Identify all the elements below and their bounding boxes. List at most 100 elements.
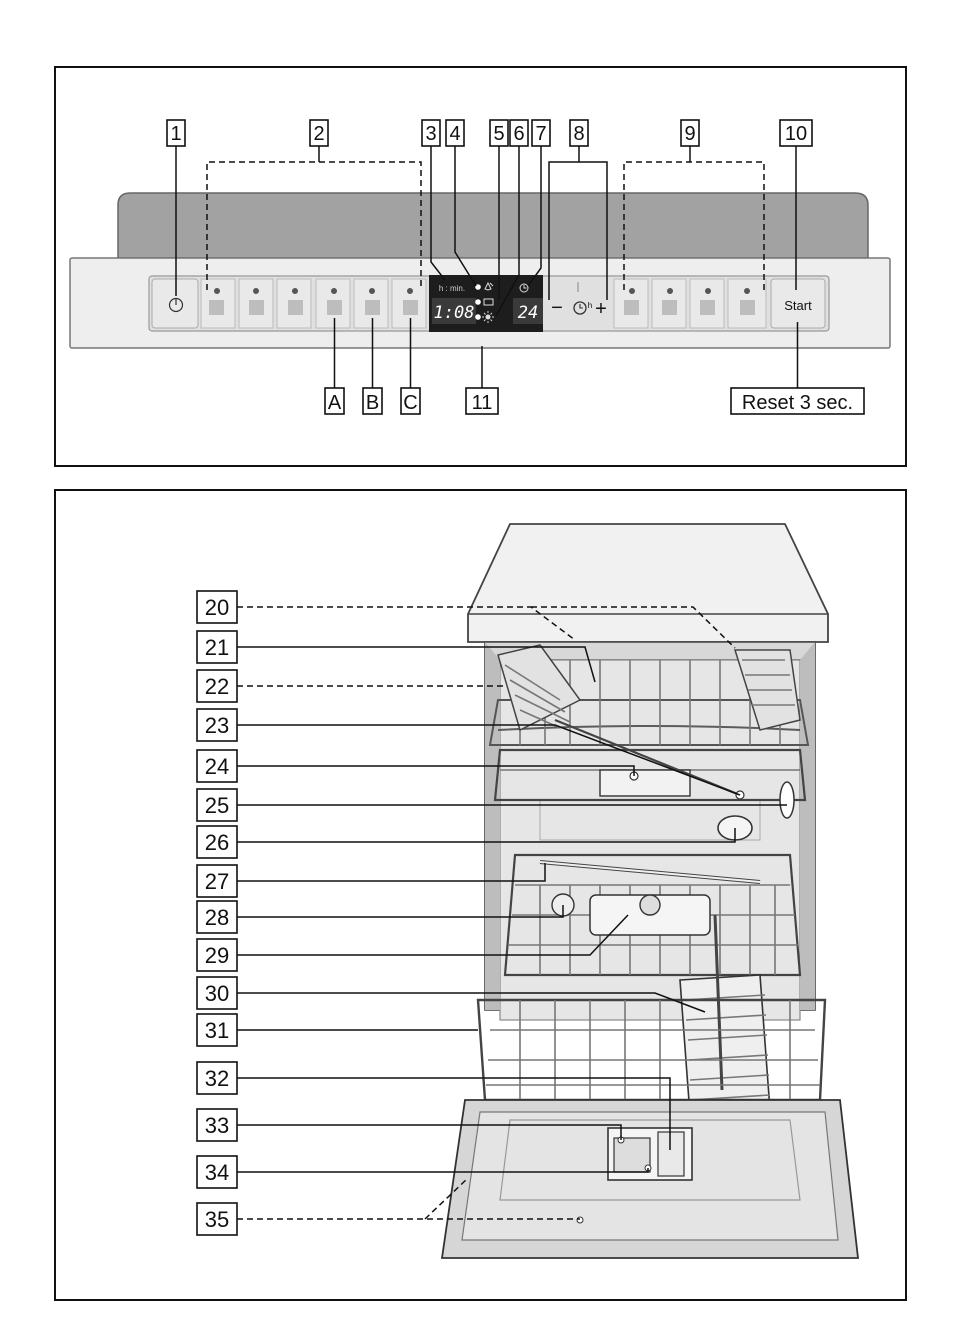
callout-24: 24 bbox=[196, 749, 238, 783]
svg-text:5: 5 bbox=[493, 123, 504, 145]
option-buttons-right bbox=[613, 278, 767, 329]
minus-button[interactable]: − bbox=[551, 297, 563, 319]
option-button[interactable] bbox=[689, 278, 725, 329]
start-label: Start bbox=[784, 298, 812, 313]
option-button[interactable] bbox=[651, 278, 687, 329]
time-display bbox=[432, 298, 476, 324]
option-button[interactable] bbox=[613, 278, 649, 329]
power-button[interactable] bbox=[151, 278, 199, 329]
callout-22: 22 bbox=[196, 669, 238, 703]
callout-32: 32 bbox=[196, 1061, 238, 1095]
svg-text:32: 32 bbox=[205, 1066, 229, 1091]
svg-text:3: 3 bbox=[425, 123, 436, 145]
sun-icon bbox=[482, 311, 494, 323]
plus-button[interactable]: + bbox=[595, 298, 607, 320]
callout-35: 35 bbox=[196, 1202, 238, 1236]
program-button[interactable] bbox=[200, 278, 236, 329]
svg-text:22: 22 bbox=[205, 674, 229, 699]
callout-29: 29 bbox=[196, 938, 238, 972]
time-display-value: 1:08 bbox=[434, 303, 475, 323]
indicator-led bbox=[475, 314, 481, 320]
dishwasher-illustration bbox=[440, 523, 860, 1259]
top-frame bbox=[54, 66, 907, 467]
callout-3: 3 bbox=[421, 119, 441, 147]
svg-text:8: 8 bbox=[573, 123, 584, 145]
svg-text:10: 10 bbox=[785, 123, 807, 145]
bottom-leader-lines bbox=[333, 318, 799, 388]
door-top bbox=[117, 192, 869, 259]
callout-2: 2 bbox=[309, 119, 329, 147]
program-button[interactable] bbox=[391, 278, 427, 329]
svg-text:35: 35 bbox=[205, 1207, 229, 1232]
svg-text:30: 30 bbox=[205, 981, 229, 1006]
svg-text:2: 2 bbox=[313, 123, 324, 145]
svg-text:6: 6 bbox=[513, 123, 524, 145]
bottom-frame bbox=[54, 489, 907, 1301]
hmin-label: h : min. bbox=[439, 284, 465, 293]
hours-display-value: 24 bbox=[518, 303, 538, 323]
callout-4: 4 bbox=[445, 119, 465, 147]
callout-27: 27 bbox=[196, 864, 238, 898]
callout-8: 8 bbox=[569, 119, 589, 147]
svg-text:23: 23 bbox=[205, 713, 229, 738]
callout-9: 9 bbox=[680, 119, 700, 147]
callout-26: 26 bbox=[196, 825, 238, 859]
callout-7: 7 bbox=[531, 119, 551, 147]
callout-a: A bbox=[324, 387, 345, 415]
appliance-leader-lines bbox=[237, 606, 787, 1220]
indicator-led bbox=[475, 299, 481, 305]
callout-c: C bbox=[400, 387, 421, 415]
callout-reset: Reset 3 sec. bbox=[730, 387, 865, 415]
salt-icon bbox=[483, 298, 494, 306]
svg-text:20: 20 bbox=[205, 595, 229, 620]
callout-21: 21 bbox=[196, 630, 238, 664]
callout-10: 10 bbox=[779, 119, 813, 147]
svg-text:33: 33 bbox=[205, 1113, 229, 1138]
callout-6: 6 bbox=[509, 119, 529, 147]
clock-icon bbox=[519, 283, 529, 293]
power-icon bbox=[168, 297, 184, 313]
callout-34: 34 bbox=[196, 1155, 238, 1189]
callout-30: 30 bbox=[196, 976, 238, 1010]
callout-1: 1 bbox=[166, 119, 186, 147]
svg-text:9: 9 bbox=[684, 123, 695, 145]
svg-text:C: C bbox=[403, 392, 417, 414]
option-button[interactable] bbox=[727, 278, 767, 329]
callout-31: 31 bbox=[196, 1013, 238, 1047]
svg-text:Reset 3 sec.: Reset 3 sec. bbox=[742, 392, 853, 414]
svg-text:27: 27 bbox=[205, 869, 229, 894]
svg-text:25: 25 bbox=[205, 793, 229, 818]
callout-28: 28 bbox=[196, 900, 238, 934]
program-button[interactable] bbox=[276, 278, 312, 329]
program-button[interactable] bbox=[238, 278, 274, 329]
top-leader-lines bbox=[175, 146, 797, 317]
appliance-callouts: 20 21 22 23 24 25 26 27 28 29 30 31 32 3… bbox=[196, 590, 238, 1236]
svg-text:28: 28 bbox=[205, 905, 229, 930]
svg-text:11: 11 bbox=[472, 392, 493, 414]
callout-11: 11 bbox=[465, 387, 499, 415]
callout-33: 33 bbox=[196, 1108, 238, 1142]
callout-20: 20 bbox=[196, 590, 238, 624]
svg-text:A: A bbox=[328, 392, 342, 414]
svg-text:31: 31 bbox=[205, 1018, 229, 1043]
rinse-aid-icon bbox=[484, 281, 494, 291]
callout-23: 23 bbox=[196, 708, 238, 742]
hours-small-label: h bbox=[588, 301, 592, 310]
svg-text:7: 7 bbox=[535, 123, 546, 145]
program-buttons-left bbox=[200, 278, 427, 329]
svg-text:4: 4 bbox=[449, 123, 460, 145]
callout-b: B bbox=[362, 387, 383, 415]
callout-5: 5 bbox=[489, 119, 509, 147]
svg-text:B: B bbox=[366, 392, 379, 414]
svg-text:34: 34 bbox=[205, 1160, 229, 1185]
svg-text:24: 24 bbox=[205, 754, 229, 779]
svg-text:26: 26 bbox=[205, 830, 229, 855]
svg-text:29: 29 bbox=[205, 943, 229, 968]
program-button[interactable] bbox=[315, 278, 351, 329]
svg-text:1: 1 bbox=[170, 123, 181, 145]
program-button[interactable] bbox=[353, 278, 389, 329]
hours-display bbox=[513, 298, 543, 324]
clock-icon bbox=[573, 301, 587, 315]
callout-25: 25 bbox=[196, 788, 238, 822]
